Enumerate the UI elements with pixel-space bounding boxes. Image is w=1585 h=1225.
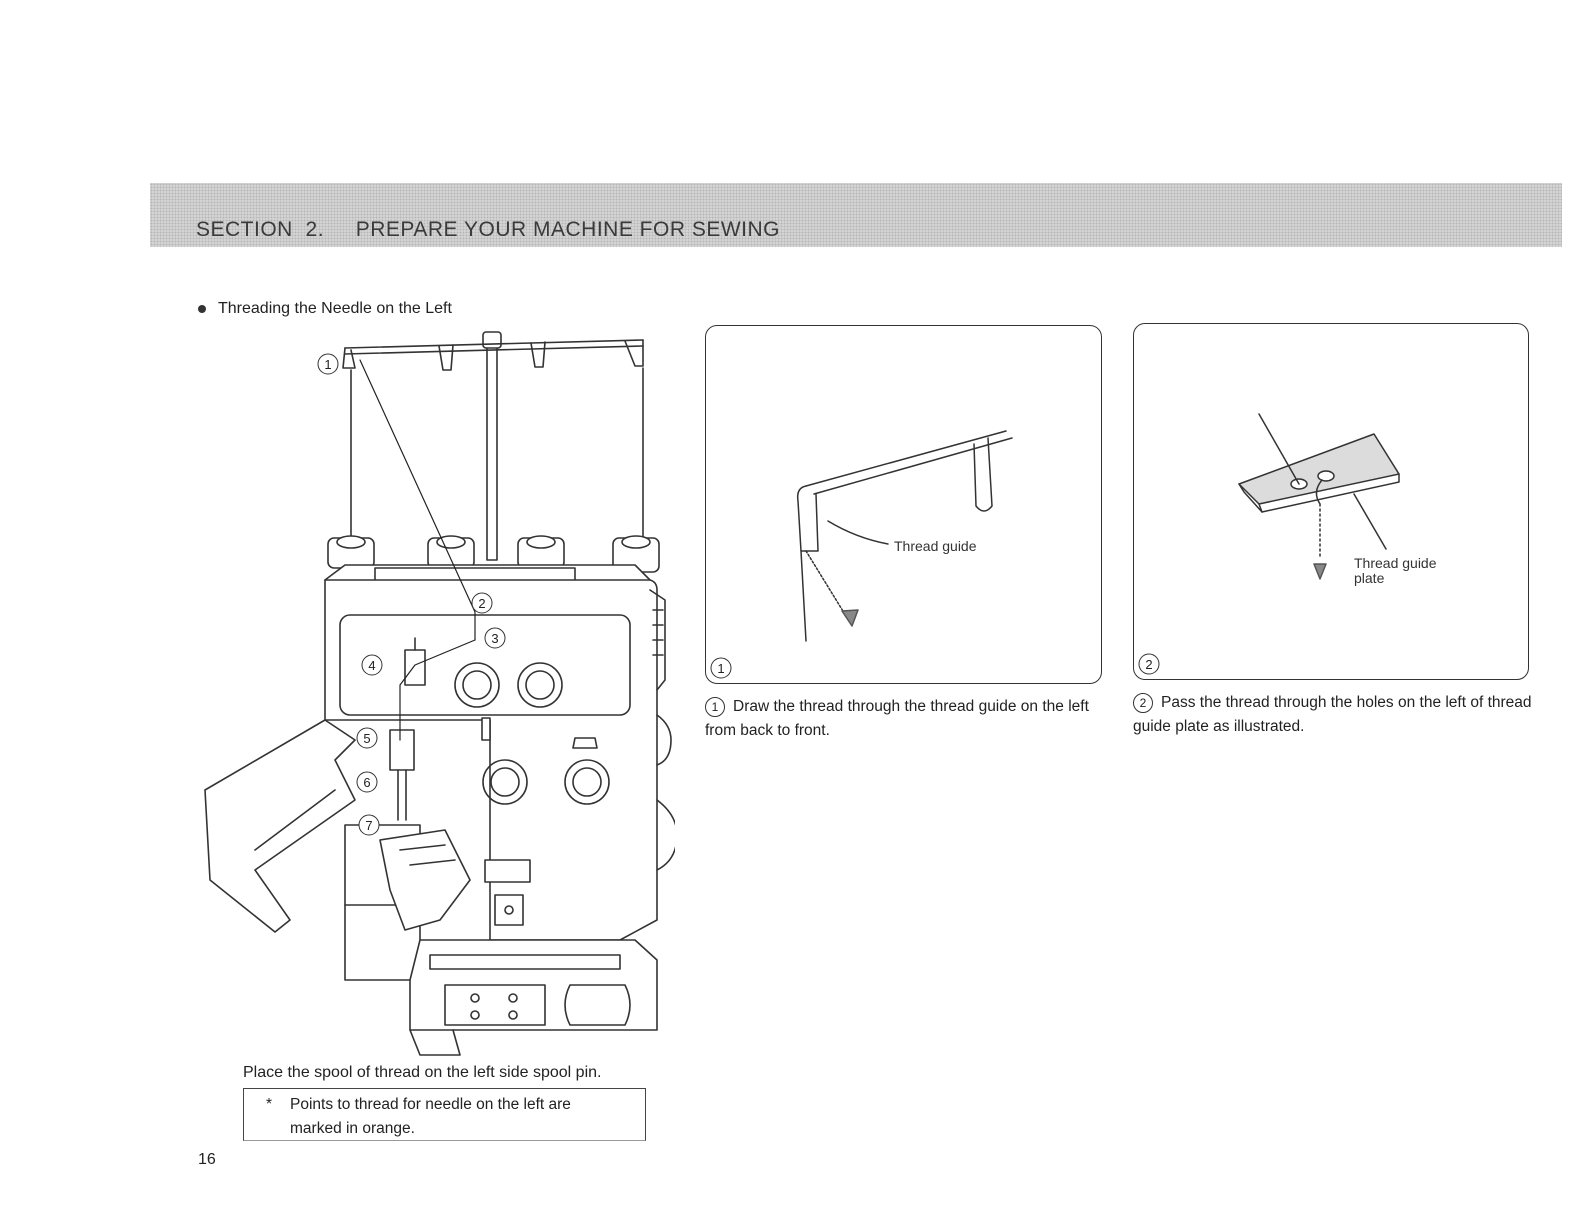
callout-5: 5	[363, 731, 370, 746]
note-text: Points to thread for needle on the left …	[290, 1096, 571, 1137]
subheading-text: Threading the Needle on the Left	[218, 300, 452, 317]
step1-caption-text: Draw the thread through the thread guide…	[705, 698, 1089, 739]
page-number: 16	[198, 1151, 216, 1168]
main-figure-caption: Place the spool of thread on the left si…	[243, 1064, 602, 1081]
thread-guide-plate-illustration: Thread guide plate 2	[1138, 413, 1437, 675]
step1-caption-number: 1	[705, 697, 725, 717]
note-box: * Points to thread for needle on the lef…	[243, 1088, 646, 1141]
step1-panel: Thread guide 1	[705, 325, 1102, 684]
step2-caption-text: Pass the thread through the holes on the…	[1133, 694, 1532, 735]
callout-7: 7	[365, 818, 372, 833]
step1-panel-number: 1	[717, 661, 724, 676]
step2-panel-number: 2	[1145, 657, 1152, 672]
callout-1: 1	[324, 357, 331, 372]
step2-panel: Thread guide plate 2	[1133, 323, 1529, 680]
callout-6: 6	[363, 775, 370, 790]
thread-guide-label: Thread guide	[894, 538, 977, 554]
section-header: SECTION 2. PREPARE YOUR MACHINE FOR SEWI…	[196, 218, 780, 242]
section-header-band	[150, 183, 1562, 247]
section-title: PREPARE YOUR MACHINE FOR SEWING	[355, 218, 780, 241]
step2-caption-number: 2	[1133, 693, 1153, 713]
thread-guide-illustration: Thread guide 1	[710, 430, 1013, 679]
overlock-machine-illustration: 1 2 3 4 5 6 7	[204, 331, 675, 1056]
section-number: SECTION 2.	[196, 218, 325, 241]
callout-4: 4	[368, 658, 375, 673]
thread-guide-plate-label-line1: Thread guide	[1354, 555, 1437, 571]
callout-2: 2	[478, 596, 485, 611]
bullet-icon	[198, 304, 206, 313]
note-marker: *	[266, 1096, 273, 1113]
thread-guide-plate-label-line2: plate	[1354, 570, 1385, 586]
subheading: Threading the Needle on the Left	[198, 300, 452, 318]
callout-3: 3	[491, 631, 498, 646]
